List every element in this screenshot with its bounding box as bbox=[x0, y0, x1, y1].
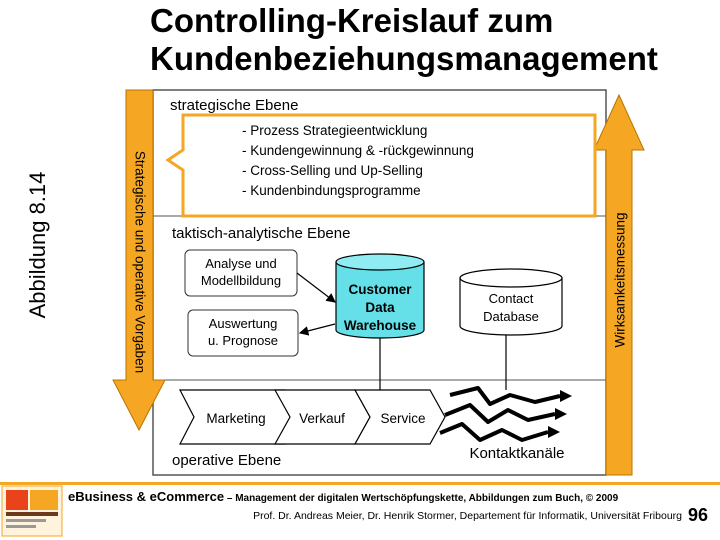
strategic-item-2: - Kundengewinnung & -rückgewinnung bbox=[242, 143, 474, 158]
publisher-logo bbox=[1, 485, 63, 537]
evaluation-line-1: Auswertung bbox=[209, 316, 278, 331]
strategic-items-box bbox=[165, 113, 597, 218]
strategic-item-4: - Kundenbindungsprogramme bbox=[242, 183, 421, 198]
footer-authors: Prof. Dr. Andreas Meier, Dr. Henrik Stor… bbox=[253, 510, 682, 522]
strategic-level-label: strategische Ebene bbox=[170, 97, 298, 114]
left-directive-arrow bbox=[112, 89, 166, 432]
strategic-item-3: - Cross-Selling und Up-Selling bbox=[242, 163, 423, 178]
channel-marketing-label: Marketing bbox=[206, 411, 265, 426]
footer-book-title: eBusiness & eCommerce bbox=[68, 489, 225, 504]
customer-data-warehouse bbox=[335, 253, 425, 339]
title-line-1: Controlling-Kreislauf zum bbox=[150, 2, 554, 39]
channel-verkauf-label: Verkauf bbox=[299, 411, 345, 426]
analysis-line-2: Modellbildung bbox=[201, 273, 281, 288]
footer-book-subtitle: – Management der digitalen Wertschöpfung… bbox=[224, 493, 619, 504]
warehouse-to-evaluation-arrow bbox=[298, 323, 336, 336]
right-bar-label: Wirksamkeitsmessung bbox=[613, 212, 628, 347]
contact-database bbox=[459, 268, 563, 336]
channel-service-arrow bbox=[353, 389, 446, 445]
warehouse-line-1: Customer bbox=[348, 282, 412, 297]
contact-channel-zigzags bbox=[439, 386, 561, 442]
left-bar-label: Strategische und operative Vorgaben bbox=[132, 151, 147, 373]
page-title: Controlling-Kreislauf zum Kundenbeziehun… bbox=[150, 2, 720, 78]
analysis-line-1: Analyse und bbox=[205, 256, 277, 271]
contact-db-line-2: Database bbox=[483, 309, 539, 324]
tactical-level-label: taktisch-analytische Ebene bbox=[172, 225, 350, 242]
footer-book-line: eBusiness & eCommerce – Management der d… bbox=[68, 489, 618, 504]
strategic-item-1: - Prozess Strategieentwicklung bbox=[242, 123, 427, 138]
footer-accent-line bbox=[0, 482, 720, 485]
operative-level-label: operative Ebene bbox=[172, 452, 281, 469]
analysis-to-warehouse-arrow bbox=[296, 272, 336, 303]
contact-db-line-1: Contact bbox=[489, 291, 534, 306]
evaluation-box bbox=[187, 309, 299, 357]
contact-channels-label: Kontaktkanäle bbox=[469, 445, 564, 462]
right-measurement-arrow bbox=[593, 93, 645, 476]
title-line-2: Kundenbeziehungsmanagement bbox=[150, 40, 658, 77]
page-number: 96 bbox=[688, 505, 709, 525]
evaluation-line-2: u. Prognose bbox=[208, 333, 278, 348]
warehouse-line-2: Data bbox=[365, 300, 395, 315]
warehouse-line-3: Warehouse bbox=[344, 318, 417, 333]
channel-service-label: Service bbox=[380, 411, 425, 426]
